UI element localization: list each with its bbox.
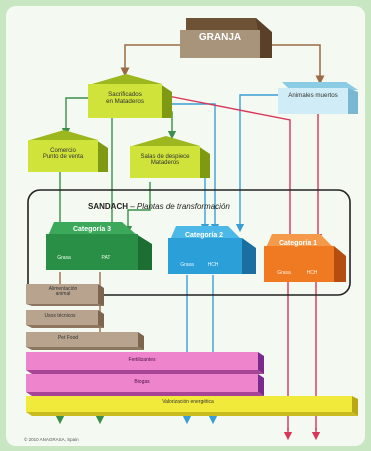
salas-despiece-node	[130, 136, 210, 178]
sandach-title-strong: SANDACH	[88, 202, 128, 211]
category-2-grasa: Grasa	[180, 262, 194, 268]
category-1-hch: HCH	[306, 270, 318, 276]
category-3-pat: PAT	[101, 255, 111, 261]
alimentacion-label: Alimentación animal	[48, 286, 78, 298]
category-2-hch: HCH	[207, 262, 219, 268]
category-1-node	[264, 234, 346, 282]
category-1-grasa: Grasa	[277, 270, 291, 276]
animales-muertos-label: Animales muertos	[288, 92, 338, 99]
comercio-node	[28, 130, 108, 172]
pet-food-label: Pet Food	[57, 335, 79, 341]
arrow-sacrificados-comercio	[61, 97, 92, 137]
copyright-footer: © 2010 ANAGRASA, Spain	[24, 437, 79, 442]
granja-node	[180, 18, 272, 58]
category-1-label: Categoría 1	[278, 240, 318, 247]
salas-despiece-label: Salas de despiece Mataderos	[140, 154, 190, 167]
sandach-subtitle: – Plantas de transformación	[130, 202, 230, 211]
valorizacion-bar	[26, 396, 358, 416]
usos-tecnicos-bar	[26, 310, 104, 328]
arrow-animales-cat2	[235, 94, 285, 233]
pet-food-bar	[26, 332, 144, 350]
comercio-label: Comercio Punto de venta	[42, 148, 84, 161]
valorizacion-label: Valorización energética	[162, 399, 214, 405]
arrow-granja-sacrificados	[120, 44, 180, 77]
arrow-sacrificados-cat1	[167, 95, 295, 243]
animales-muertos-node	[278, 82, 358, 114]
arrow-sacrificados-cat2	[168, 103, 220, 233]
usos-tecnicos-label: Usos técnicos	[44, 313, 76, 319]
sandach-frame	[27, 189, 351, 296]
granja-label: GRANJA	[198, 32, 242, 43]
alimentacion-bar	[26, 284, 104, 306]
category-2-node	[168, 226, 256, 274]
arrow-granja-animales	[270, 44, 325, 85]
biogas-label: Biogas	[134, 379, 150, 385]
sandach-title: SANDACH – Plantas de transformación	[88, 202, 338, 211]
category-3-grasa: Grasa	[57, 255, 71, 261]
arrow-salas-cat3	[123, 182, 151, 235]
category-3-node	[46, 222, 152, 270]
category-2-label: Categoría 2	[184, 232, 224, 239]
sacrificados-node	[88, 74, 172, 118]
sacrificados-label: Sacrificados en Mataderos	[106, 91, 144, 105]
fertilizantes-bar	[26, 352, 264, 374]
category-3-label: Categoría 3	[72, 226, 112, 233]
fertilizantes-label: Fertilizantes	[128, 357, 156, 363]
biogas-bar	[26, 374, 264, 396]
